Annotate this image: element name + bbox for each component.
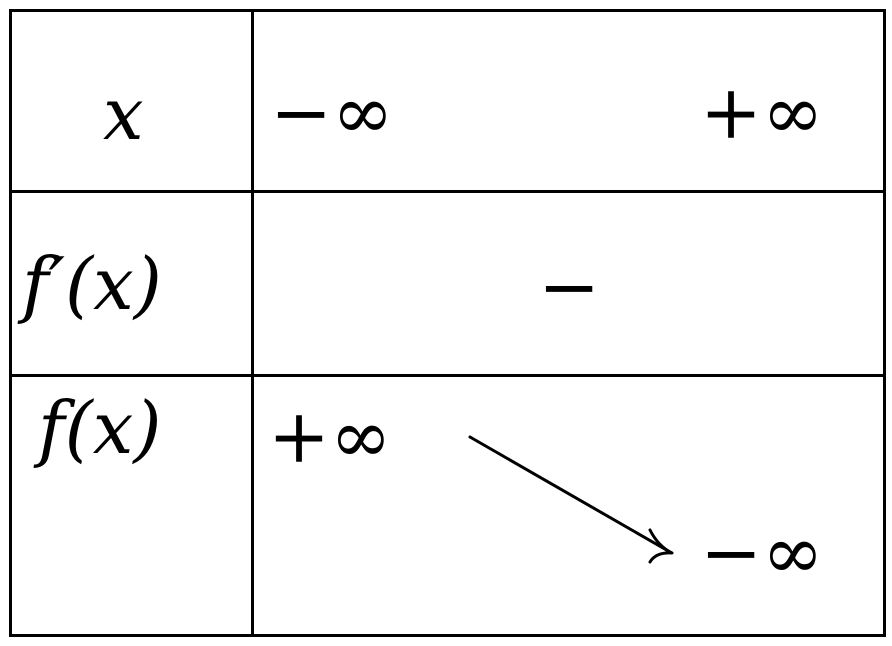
row-label-x: x xyxy=(103,72,144,156)
variation-table xyxy=(9,9,886,637)
row-divider-2 xyxy=(9,374,886,377)
function-end-value: −∞ xyxy=(700,510,824,596)
row-divider-1 xyxy=(9,190,886,193)
x-left-value: −∞ xyxy=(270,70,394,156)
row-label-function: f(x) xyxy=(38,386,162,470)
function-start-value: +∞ xyxy=(268,394,392,480)
derivative-sign: − xyxy=(538,244,601,330)
row-label-derivative: f′(x) xyxy=(22,242,162,326)
column-divider xyxy=(251,9,254,637)
x-right-value: +∞ xyxy=(700,70,824,156)
